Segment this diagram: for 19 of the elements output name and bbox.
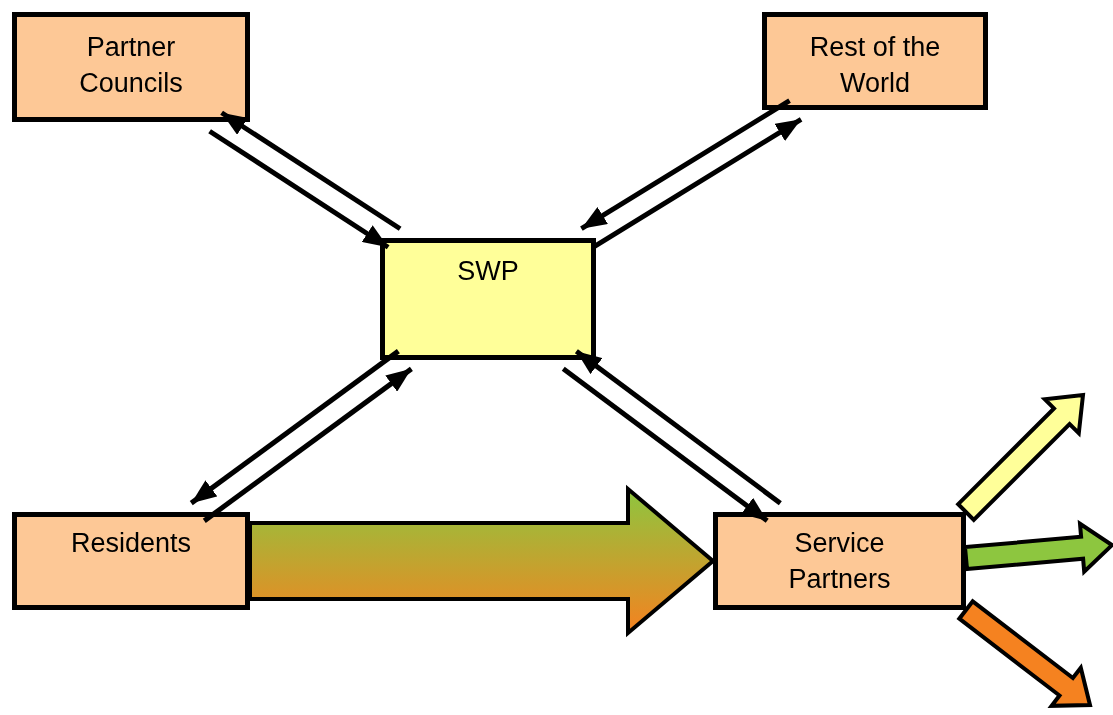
block-arrow xyxy=(955,392,1086,523)
arrow xyxy=(574,349,782,506)
arrow xyxy=(220,110,402,231)
arrow xyxy=(561,366,769,523)
process-box xyxy=(12,12,250,122)
arrow xyxy=(580,98,791,231)
node-label: Partner Councils xyxy=(78,31,184,100)
process-box xyxy=(380,238,596,360)
process-box xyxy=(12,512,250,610)
process-box xyxy=(713,512,966,610)
arrow xyxy=(189,349,400,506)
node-label: SWP xyxy=(457,255,519,288)
node-label: Service Partners xyxy=(787,527,892,596)
node-label: Rest of the World xyxy=(808,31,942,100)
arrow xyxy=(202,366,413,523)
arrow xyxy=(208,129,390,250)
block-arrow xyxy=(956,598,1093,708)
process-box xyxy=(762,12,988,110)
node-label: Residents xyxy=(70,527,192,560)
